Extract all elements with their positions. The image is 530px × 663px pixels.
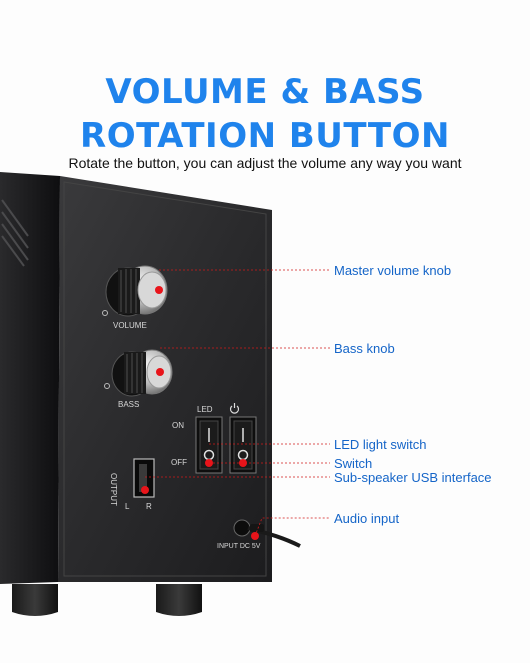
label-output: OUTPUT xyxy=(109,473,118,506)
marker-usb xyxy=(141,486,149,494)
callout-switch: Switch xyxy=(334,456,373,471)
label-r: R xyxy=(146,502,152,511)
marker-switch xyxy=(239,459,247,467)
callout-bass-knob: Bass knob xyxy=(334,341,395,356)
marker-bass xyxy=(156,368,164,376)
speaker-side xyxy=(0,172,60,584)
bass-knob[interactable] xyxy=(111,349,173,397)
marker-led xyxy=(205,459,213,467)
label-volume: VOLUME xyxy=(113,321,147,330)
marker-audio xyxy=(251,532,259,540)
callout-usb-interface: Sub-speaker USB interface xyxy=(334,470,492,485)
foot-left xyxy=(12,584,58,616)
led-rocker-switch[interactable] xyxy=(195,416,223,474)
marker-master xyxy=(155,286,163,294)
label-led: LED xyxy=(197,405,213,414)
power-icon xyxy=(229,403,240,414)
leader-audio xyxy=(254,517,330,537)
foot-right xyxy=(156,584,202,616)
headline-line-1: VOLUME & BASS xyxy=(105,72,425,112)
volume-knob[interactable] xyxy=(105,265,168,317)
callout-audio-input: Audio input xyxy=(334,511,400,526)
dc-input-jack[interactable] xyxy=(233,519,301,548)
usb-port[interactable] xyxy=(133,458,155,498)
power-rocker-switch[interactable] xyxy=(229,416,257,474)
label-bass: BASS xyxy=(118,400,140,409)
callout-master-volume: Master volume knob xyxy=(334,263,452,278)
label-on: ON xyxy=(172,421,184,430)
subtitle: Rotate the button, you can adjust the vo… xyxy=(68,155,462,171)
grille-vents xyxy=(1,199,29,267)
callout-led-switch: LED light switch xyxy=(334,437,427,452)
label-off: OFF xyxy=(171,458,187,467)
label-l: L xyxy=(125,502,130,511)
label-input-dc: INPUT DC 5V xyxy=(217,543,261,550)
headline-line-2: ROTATION BUTTON xyxy=(80,116,450,156)
